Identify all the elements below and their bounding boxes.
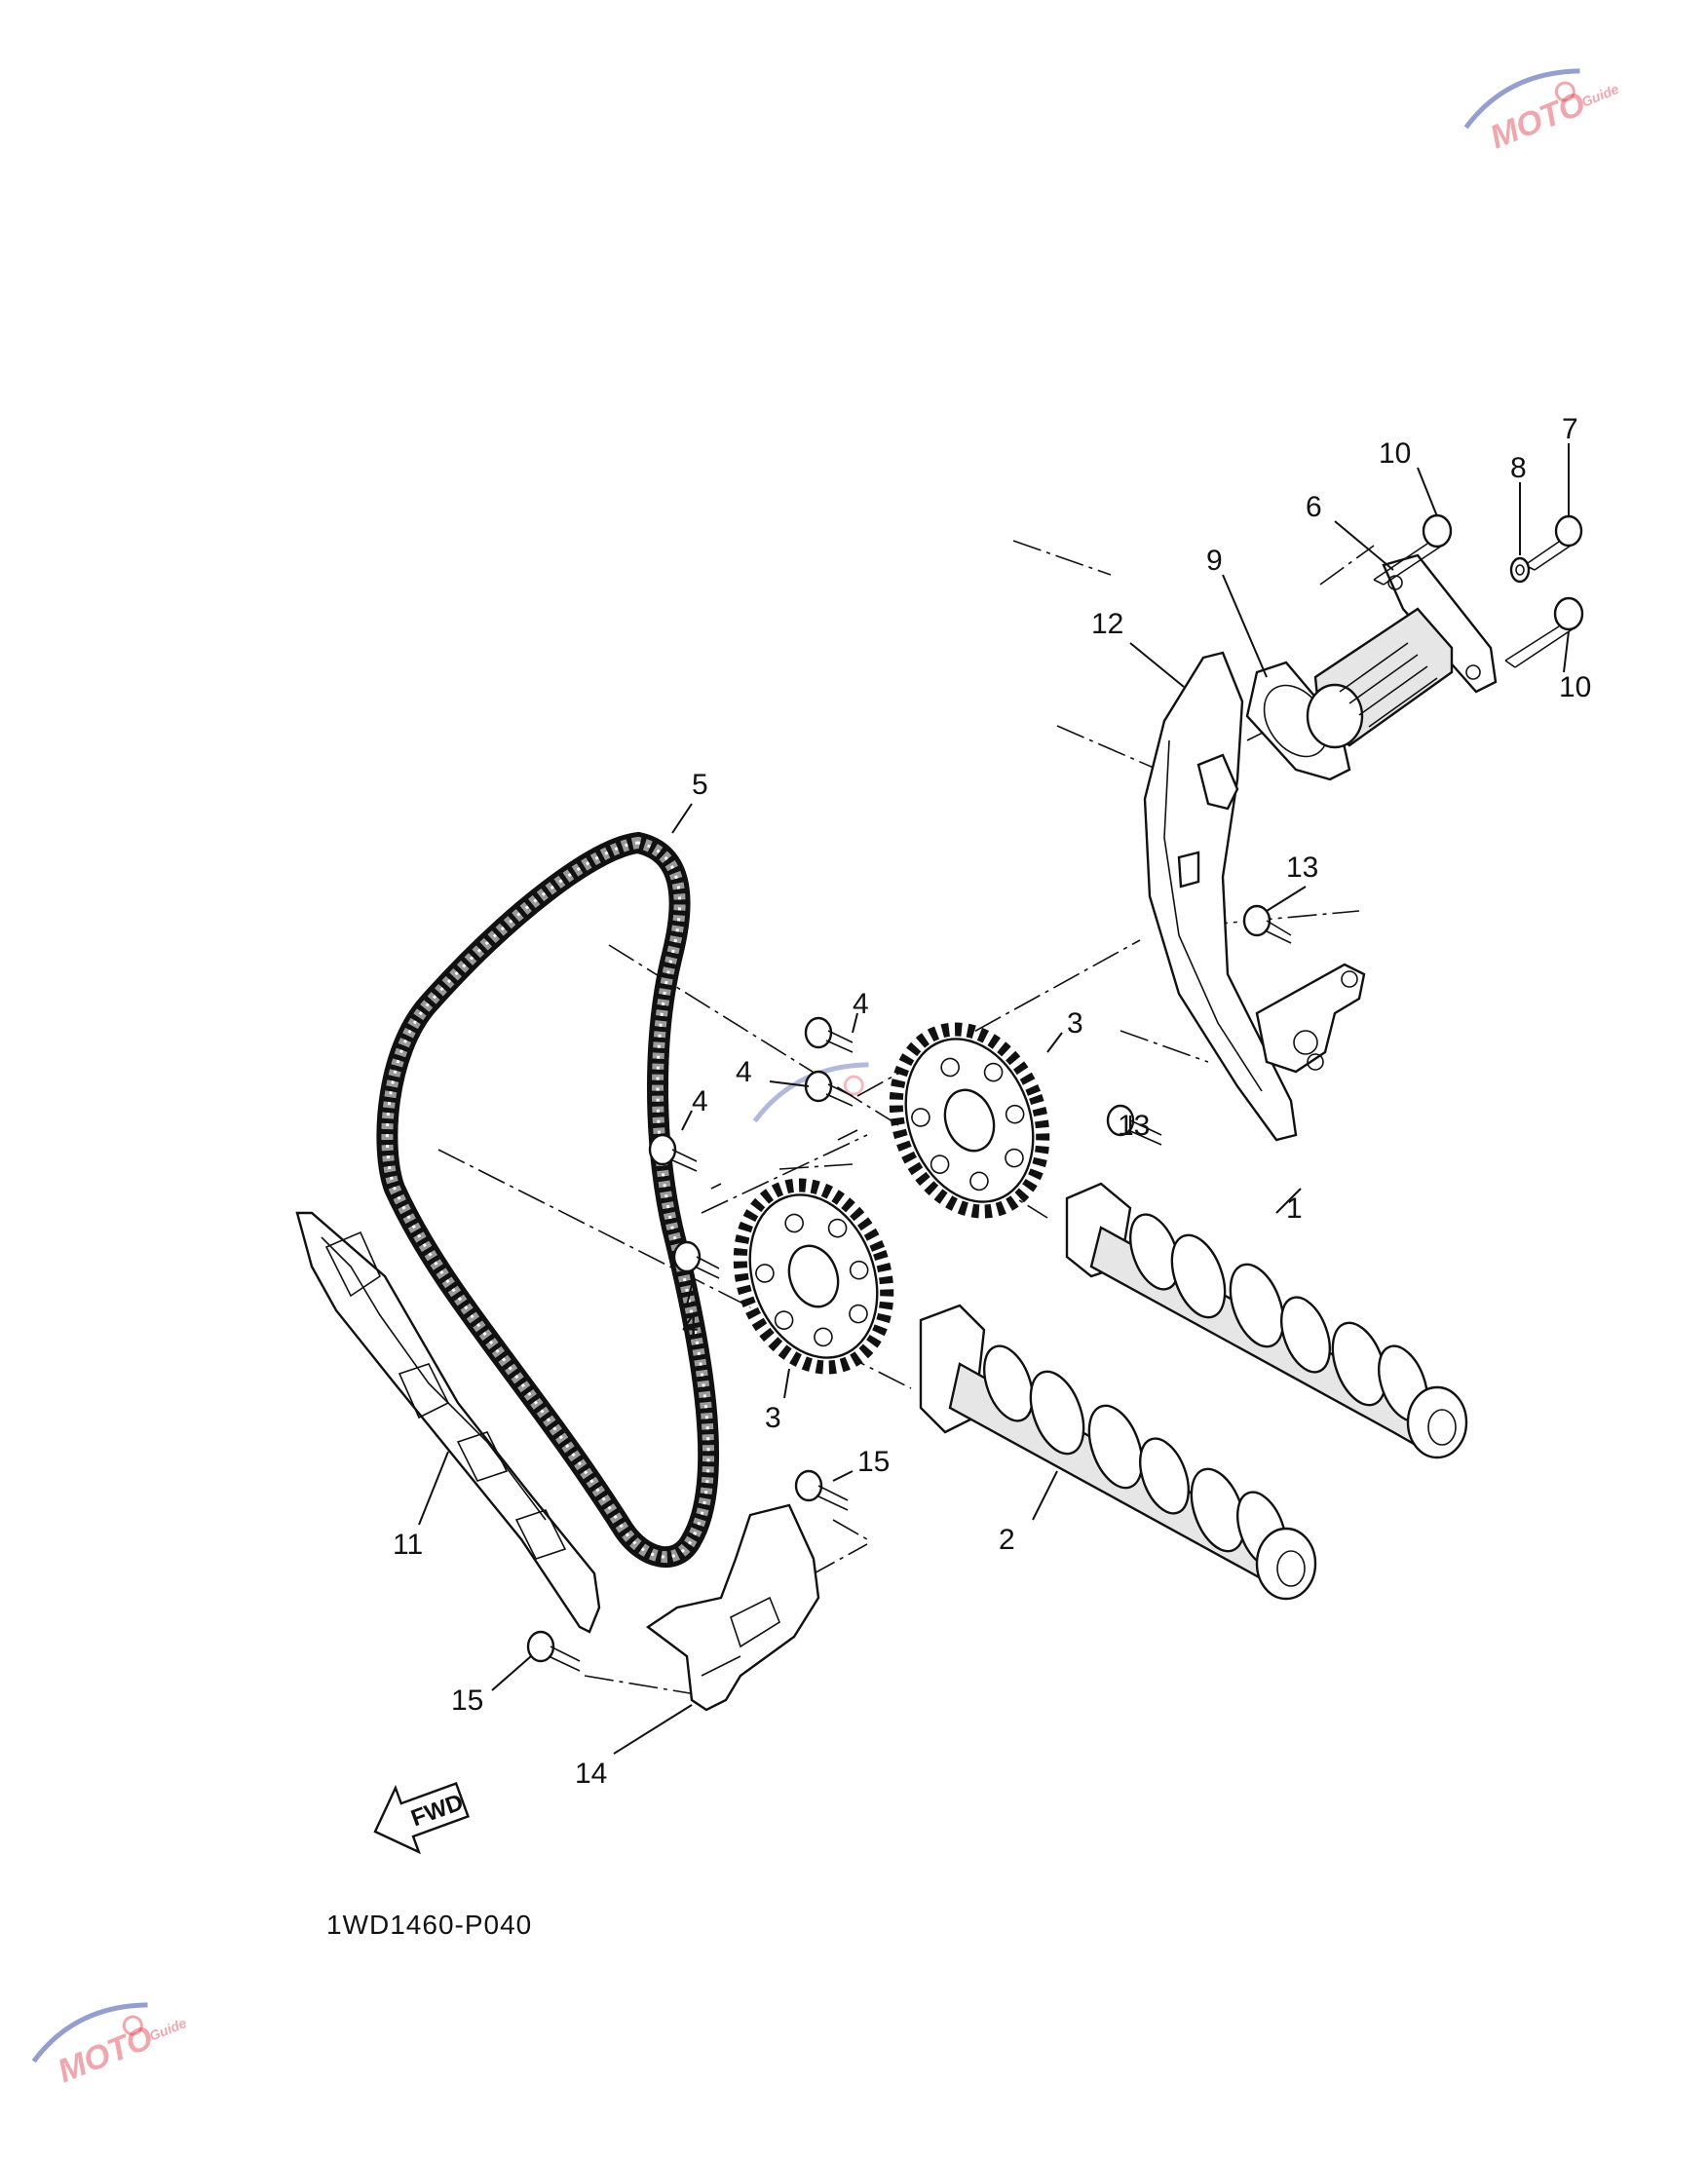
callout-15-upper: 15 <box>857 1446 890 1478</box>
watermark-logo-top: MOTO Guide <box>1463 68 1621 156</box>
diagram-code: 1WD1460-P040 <box>326 1910 532 1940</box>
chain-guide <box>295 1211 601 1634</box>
bolt-4-c <box>648 1133 698 1172</box>
callout-4-b: 4 <box>736 1056 752 1088</box>
callout-5: 5 <box>692 769 708 801</box>
bolt-15-lower <box>526 1630 581 1672</box>
bolt-4-b <box>804 1070 854 1107</box>
bolt-4-d <box>672 1240 720 1279</box>
callout-3-upper: 3 <box>1067 1007 1083 1040</box>
forward-direction-arrow: FWD <box>373 1782 470 1855</box>
callout-labels: 1 2 3 3 4 4 4 4 5 6 7 8 9 10 10 11 12 13… <box>393 413 1591 1790</box>
washer-8 <box>1509 556 1531 584</box>
callout-2: 2 <box>999 1524 1015 1556</box>
camshaft-intake <box>919 1304 1317 1601</box>
callout-15-lower: 15 <box>451 1684 483 1717</box>
callout-3-lower: 3 <box>765 1402 781 1434</box>
cam-sprocket-lower <box>733 1178 894 1375</box>
callout-4-d: 4 <box>682 1309 699 1342</box>
callout-8: 8 <box>1510 452 1527 484</box>
chain-tensioner <box>1306 553 1498 749</box>
callout-6: 6 <box>1306 491 1322 523</box>
bolt-13-upper <box>1242 904 1292 944</box>
watermark-logo-center <box>752 1062 869 1123</box>
tensioner-guide <box>1143 651 1366 1142</box>
bolt-10-upper <box>1373 513 1453 586</box>
callout-1: 1 <box>1286 1192 1303 1225</box>
callout-10-lower: 10 <box>1559 671 1591 703</box>
bolt-13-lower <box>1106 1104 1162 1146</box>
callout-13-upper: 13 <box>1286 851 1318 884</box>
bolt-4-a <box>804 1016 854 1053</box>
bolt-15-upper <box>794 1469 849 1511</box>
camshaft-exhaust <box>1065 1182 1468 1459</box>
chain-guide-lower <box>645 1503 820 1712</box>
bolt-7 <box>1524 514 1583 571</box>
callout-12: 12 <box>1091 608 1123 640</box>
watermark-logo-bottom: MOTO Guide <box>31 2002 189 2090</box>
callout-4-a: 4 <box>853 988 869 1020</box>
callout-4-c: 4 <box>692 1085 708 1117</box>
callout-9: 9 <box>1206 545 1223 577</box>
watermark-subtext: Guide <box>147 2015 189 2044</box>
callout-14: 14 <box>575 1758 607 1790</box>
cam-sprocket-upper <box>889 1022 1050 1219</box>
callout-7: 7 <box>1562 413 1578 445</box>
leader-lines <box>418 443 1570 1755</box>
callout-13-lower: 13 <box>1118 1110 1150 1142</box>
timing-chain <box>376 831 720 1568</box>
callout-11: 11 <box>393 1529 423 1561</box>
callout-10-upper: 10 <box>1379 437 1411 470</box>
bolt-10-lower <box>1504 596 1584 668</box>
watermark-subtext: Guide <box>1579 81 1621 110</box>
